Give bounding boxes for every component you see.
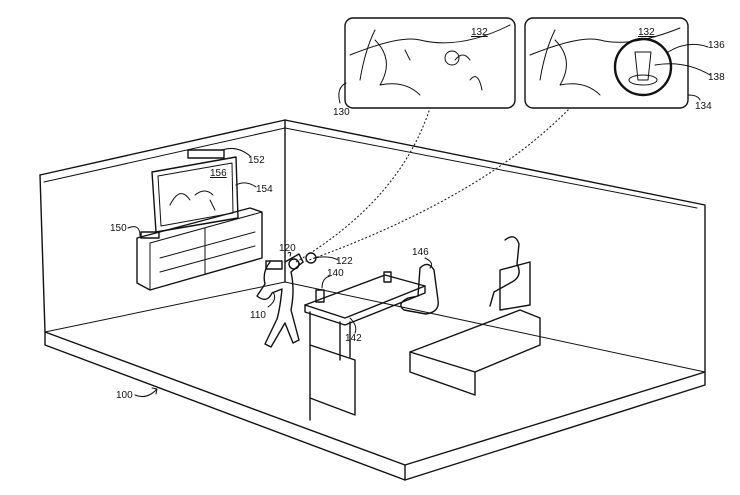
camera-sensor: [187, 149, 225, 159]
hmd: [265, 260, 283, 270]
ref-132-right: 132: [638, 27, 655, 38]
ref-152: 152: [248, 155, 265, 166]
view-panel-right: [524, 17, 689, 109]
ref-154: 154: [256, 184, 273, 195]
cup: [315, 289, 325, 303]
ref-146: 146: [412, 247, 429, 258]
ref-142: 142: [345, 333, 362, 344]
ref-140: 140: [327, 268, 344, 279]
ref-138: 138: [708, 72, 725, 83]
ref-156: 156: [210, 168, 227, 179]
controller: [288, 258, 300, 270]
ref-120: 120: [279, 243, 296, 254]
room: [39, 119, 706, 481]
display-scene: [169, 190, 216, 211]
seated-person: [489, 236, 520, 307]
furniture: [309, 236, 541, 421]
ref-150: 150: [110, 223, 127, 234]
cup: [383, 271, 392, 283]
entertainment-center: [136, 149, 263, 291]
ref-134: 134: [695, 101, 712, 112]
window: [613, 37, 673, 97]
view-panel-left: [344, 17, 516, 109]
user: [256, 252, 317, 348]
table: [304, 271, 426, 361]
leader-lines: [127, 43, 711, 397]
person: [400, 263, 439, 315]
ref-136: 136: [708, 40, 725, 51]
ref-100: 100: [116, 390, 133, 401]
game-console: [140, 231, 160, 239]
ref-122: 122: [336, 256, 353, 267]
ref-130: 130: [333, 107, 350, 118]
ref-132-left: 132: [471, 27, 488, 38]
display: [151, 156, 239, 233]
ref-110: 110: [250, 310, 266, 321]
